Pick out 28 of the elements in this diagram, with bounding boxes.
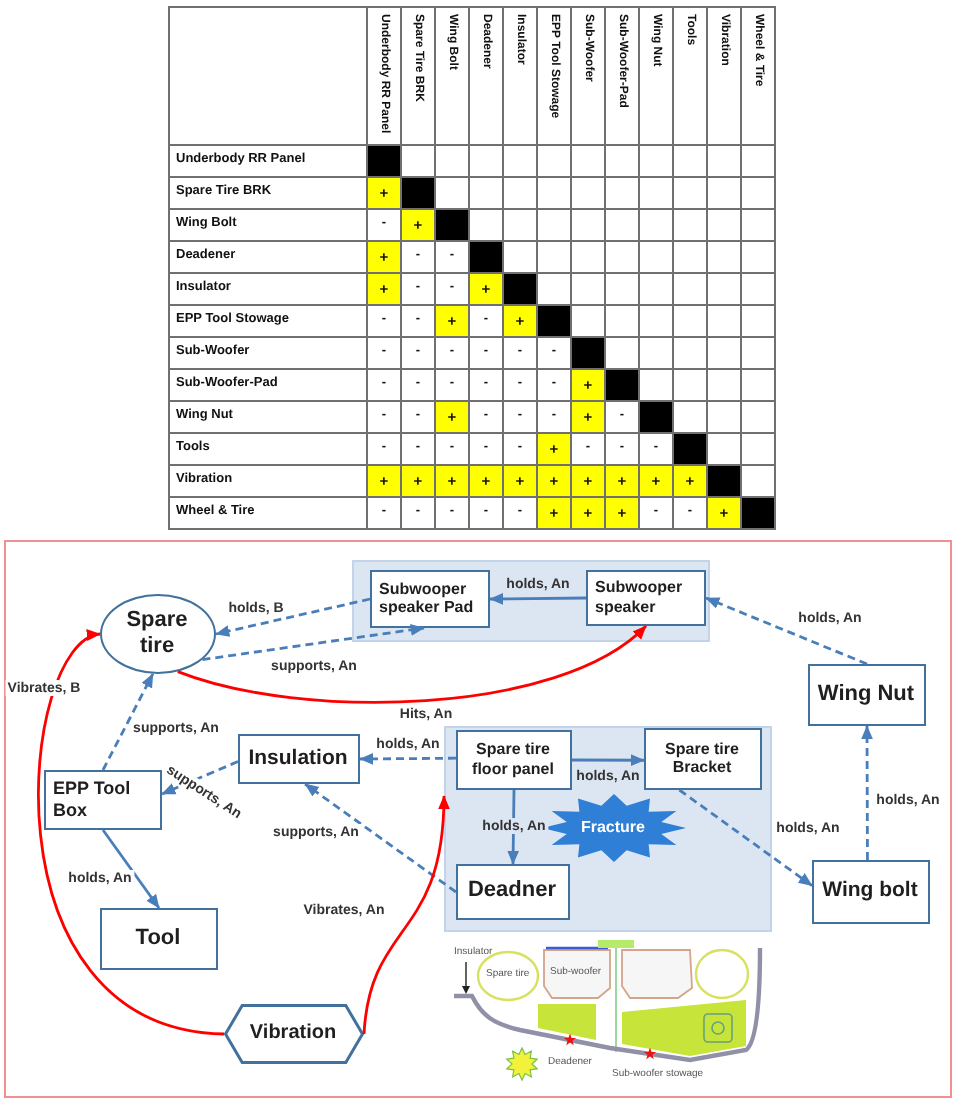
ellipse-node: Spare tire <box>99 593 215 673</box>
dashed-arrow <box>359 752 456 765</box>
dashed-arrow <box>861 725 873 860</box>
curved-arrow <box>37 632 225 1036</box>
group-panel <box>443 725 771 931</box>
dashed-arrow <box>304 782 457 894</box>
dashed-arrow <box>215 597 371 637</box>
process-box: Deadner <box>455 863 569 919</box>
process-box: Wing bolt <box>811 859 929 923</box>
process-box: Subwooper speaker Pad <box>369 569 489 627</box>
hexagon-node: Vibration <box>223 1003 363 1063</box>
process-box: Wing Nut <box>807 663 925 725</box>
dashed-arrow <box>161 760 239 796</box>
curved-arrow <box>177 624 647 704</box>
dashed-arrow <box>705 596 868 666</box>
process-box: EPP Tool Box <box>43 769 161 829</box>
process-box: Tool <box>99 907 217 969</box>
process-box: Spare tire Bracket <box>643 727 761 789</box>
arrow <box>572 754 645 767</box>
process-box: Insulation <box>237 733 359 783</box>
curved-arrow <box>362 795 450 1035</box>
arrow <box>489 592 586 605</box>
dashed-arrow <box>101 673 155 771</box>
group-panel <box>351 559 709 641</box>
process-box: Subwooper speaker <box>585 569 705 625</box>
process-box: Spare tire floor panel <box>455 729 571 789</box>
dashed-arrow <box>202 624 425 661</box>
arrow <box>101 829 161 909</box>
